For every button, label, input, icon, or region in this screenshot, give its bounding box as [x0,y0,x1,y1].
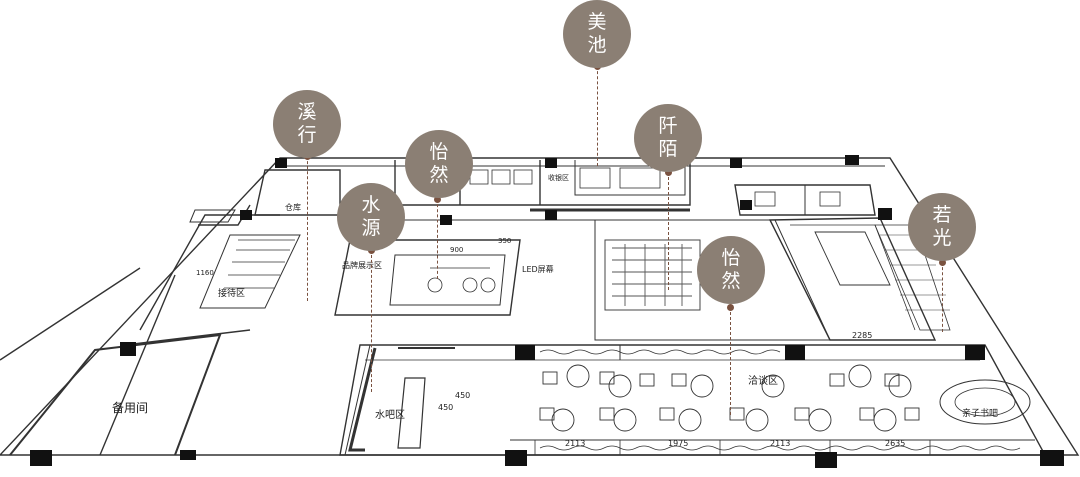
dim-350: 350 [498,237,511,245]
dim-900: 900 [450,246,463,254]
callout-xixing: 溪 行 [273,90,341,158]
leader-line [730,307,731,415]
label-consult: 洽谈区 [748,374,778,387]
callout-char: 水 [361,194,381,216]
callout-char: 美 [587,11,607,33]
callout-char: 若 [932,204,952,226]
label-backup-room: 备用间 [112,401,148,415]
label-parent-child: 亲子书吧 [962,407,998,419]
callout-char: 溪 [297,101,317,123]
leader-dot [939,259,946,266]
label-reception: 接待区 [218,287,245,299]
dim-2635: 2635 [885,439,905,448]
callout-char: 行 [297,124,317,146]
label-reception-desk: 收银区 [548,173,569,182]
callout-char: 源 [361,217,381,239]
callout-char: 然 [721,270,741,292]
leader-dot [727,304,734,311]
dim-450b: 450 [455,391,470,400]
callout-char: 怡 [721,247,741,269]
label-waterbar: 水吧区 [375,409,405,421]
callout-yiran-top: 怡 然 [405,130,473,198]
dim-2113b: 2113 [770,439,790,448]
callout-meichi: 美 池 [563,0,631,68]
leader-line [371,250,372,392]
dim-2113a: 2113 [565,439,585,448]
callout-qianmo: 阡 陌 [634,104,702,172]
dim-2285: 2285 [852,331,872,340]
label-storage: 仓库 [285,202,301,212]
callout-yiran-center: 怡 然 [697,236,765,304]
label-brand: 品牌展示区 [342,260,382,270]
callout-char: 阡 [658,115,678,137]
label-led: LED屏幕 [522,264,554,274]
leader-dot [434,196,441,203]
leader-line [307,156,308,301]
leader-line [437,199,438,279]
leader-line [597,66,598,166]
callout-char: 光 [932,227,952,249]
leader-line [668,172,669,290]
callout-char: 怡 [429,141,449,163]
leader-dot [665,169,672,176]
callout-shuiyuan: 水 源 [337,183,405,251]
callout-char: 陌 [658,138,678,160]
dim-1160: 1160 [196,269,214,277]
dim-450a: 450 [438,403,453,412]
dim-1975: 1975 [668,439,688,448]
callout-char: 池 [587,34,607,56]
leader-line [942,262,943,332]
callout-char: 然 [429,164,449,186]
callout-ruoguang: 若 光 [908,193,976,261]
